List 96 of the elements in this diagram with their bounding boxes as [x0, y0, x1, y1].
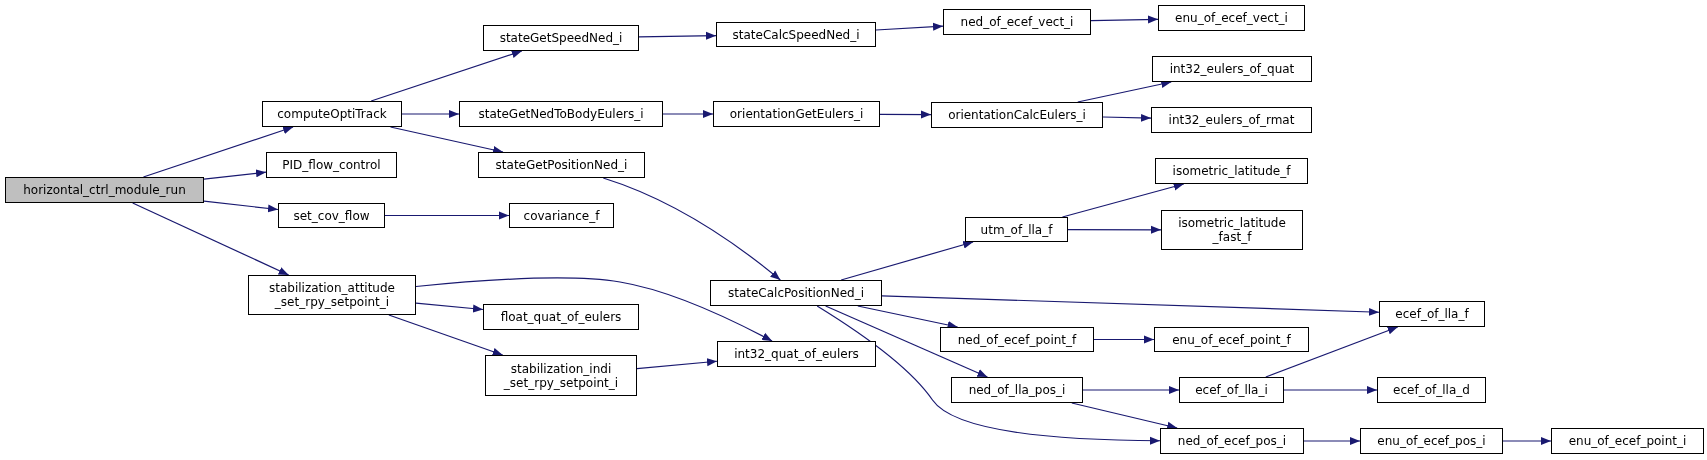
- function-box: [262, 101, 402, 127]
- function-box: [266, 152, 397, 178]
- arrow: [203, 169, 267, 180]
- arrow: [384, 211, 510, 220]
- function-name: enu_of_ecef_point_f: [1172, 332, 1291, 347]
- function-box: [483, 25, 639, 51]
- function-box: [248, 275, 416, 315]
- arrow: [662, 110, 714, 118]
- arrow: [1093, 335, 1155, 344]
- arrow: [879, 110, 932, 119]
- function-box: [1161, 210, 1303, 250]
- arrow: [881, 295, 1380, 316]
- function-box: [278, 203, 385, 228]
- function-name: int32_eulers_of_quat: [1169, 62, 1295, 76]
- arrow: [142, 126, 294, 178]
- arrow: [1082, 386, 1180, 394]
- function-name: ecef_of_lla_f: [1395, 307, 1469, 321]
- function-box: [478, 152, 645, 178]
- function-box: [509, 203, 614, 228]
- function-name: enu_of_ecef_point_i: [1568, 434, 1687, 448]
- function-name: int32_eulers_of_rmat: [1168, 113, 1295, 127]
- function-box: [940, 327, 1094, 352]
- function-box: [716, 22, 876, 47]
- function-name: ecef_of_lla_d: [1393, 383, 1470, 397]
- function-box: [1152, 56, 1312, 82]
- arrow: [388, 314, 504, 356]
- function-box: [951, 377, 1083, 403]
- arrow: [1283, 386, 1378, 394]
- function-box: [1160, 428, 1304, 454]
- function-name: ned_of_lla_pos_i: [968, 383, 1066, 397]
- function-box: [1360, 428, 1503, 454]
- function-name: isometric_latitude_f: [1172, 164, 1291, 178]
- arrow: [638, 31, 717, 40]
- function-box: [1377, 377, 1486, 403]
- function-name: covariance_f: [523, 208, 600, 223]
- function-name: orientationGetEulers_i: [729, 107, 864, 121]
- function-box: [717, 341, 876, 367]
- arrow: [875, 22, 944, 31]
- function-name: stateGetNedToBodyEulers_i: [478, 107, 644, 121]
- function-name: isometric_latitude _fast_f: [1177, 216, 1287, 244]
- arrow: [1077, 80, 1172, 103]
- arrow: [415, 302, 484, 313]
- function-box: [1551, 428, 1704, 454]
- function-name: ecef_of_lla_i: [1195, 383, 1268, 397]
- arrow: [1061, 182, 1185, 218]
- arrow: [1071, 402, 1178, 430]
- function-box: [710, 280, 882, 306]
- function-box: [965, 217, 1068, 242]
- function-name: stabilization_attitude _set_rpy_setpoint_i: [268, 281, 396, 309]
- arrow: [825, 305, 988, 378]
- function-name: ned_of_ecef_point_f: [957, 332, 1077, 347]
- function-name: ned_of_ecef_vect_i: [960, 15, 1074, 29]
- function-name: int32_quat_of_eulers: [734, 347, 859, 361]
- function-name: utm_of_lla_f: [980, 222, 1053, 237]
- arrow: [857, 305, 959, 329]
- function-name: stateGetPositionNed_i: [495, 158, 628, 172]
- arrow: [1067, 225, 1162, 234]
- function-name: orientationCalcEulers_i: [948, 108, 1086, 122]
- function-name: stabilization_indi _set_rpy_setpoint_i: [502, 361, 620, 390]
- function-name: stateCalcPositionNed_i: [727, 286, 865, 300]
- arrow: [816, 305, 1161, 445]
- function-name: computeOptiTrack: [277, 107, 387, 121]
- arrow: [1090, 15, 1159, 24]
- arrow: [415, 277, 773, 342]
- function-box: [1379, 301, 1485, 327]
- function-box: [931, 102, 1103, 128]
- function-box: [1155, 158, 1308, 184]
- function-box: [943, 9, 1091, 35]
- function-name: enu_of_ecef_vect_i: [1175, 11, 1288, 25]
- arrow: [132, 202, 290, 276]
- function-box: [483, 304, 639, 330]
- function-box: [485, 355, 637, 396]
- function-name: stateCalcSpeedNed_i: [732, 27, 860, 42]
- function-box: [459, 101, 663, 127]
- function-box: [5, 177, 204, 203]
- function-name: horizontal_ctrl_module_run: [23, 183, 186, 197]
- arrow: [1102, 113, 1152, 122]
- function-name: stateGetSpeedNed_i: [499, 31, 623, 45]
- function-name: PID_flow_control: [282, 158, 381, 172]
- arrow: [840, 240, 974, 281]
- function-box: [1158, 5, 1305, 31]
- arrow: [1502, 437, 1552, 445]
- function-name: ned_of_ecef_pos_i: [1177, 434, 1287, 448]
- function-name: set_cov_flow: [293, 208, 370, 223]
- function-box: [713, 101, 880, 127]
- function-box: [1151, 107, 1312, 133]
- function-name: float_quat_of_eulers: [500, 310, 622, 324]
- function-name: enu_of_ecef_pos_i: [1377, 434, 1486, 448]
- arrow: [1265, 326, 1399, 378]
- arrow: [203, 200, 279, 213]
- arrow: [636, 358, 718, 370]
- arrow: [401, 110, 460, 118]
- function-box: [1154, 327, 1309, 352]
- arrow: [370, 50, 523, 102]
- arrow: [1303, 437, 1361, 445]
- function-box: [1179, 377, 1284, 403]
